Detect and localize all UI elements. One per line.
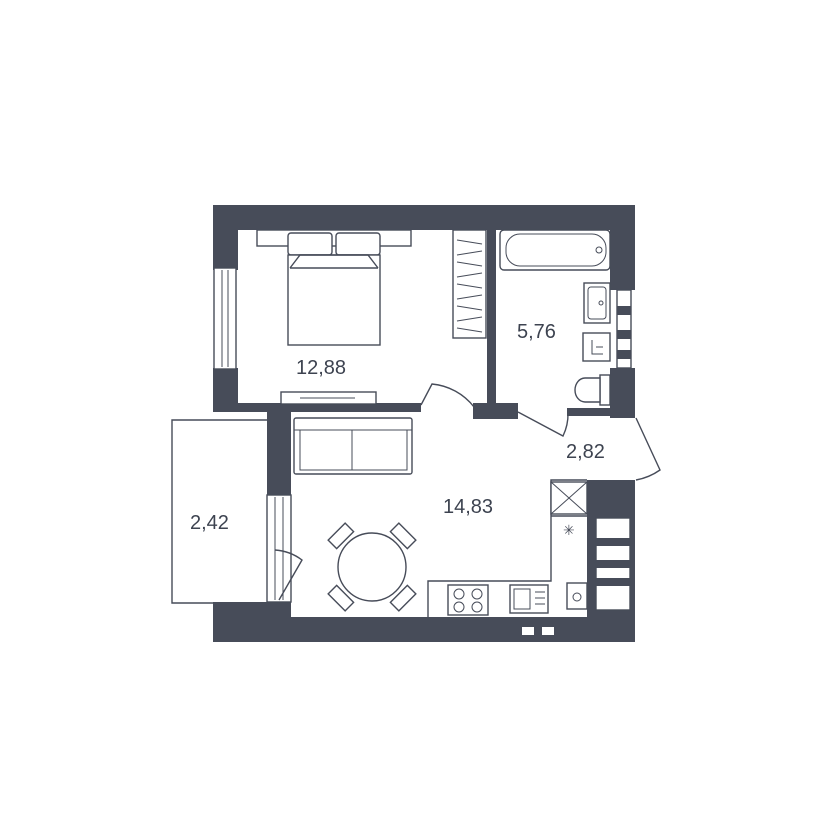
room-labels: 12,88 5,76 2,82 14,83 2,42 bbox=[190, 321, 605, 534]
balcony-area-label: 2,42 bbox=[190, 512, 229, 534]
bathroom-fixtures bbox=[499, 229, 611, 406]
svg-text:✳: ✳ bbox=[563, 523, 575, 539]
walls bbox=[213, 205, 635, 642]
bedroom-furniture bbox=[256, 229, 487, 405]
hallway-area-label: 2,82 bbox=[566, 441, 605, 463]
kitchen: ✳ bbox=[427, 479, 588, 617]
bathroom-area-label: 5,76 bbox=[517, 321, 556, 343]
windows bbox=[213, 267, 632, 635]
living-furniture bbox=[293, 417, 417, 612]
doors bbox=[420, 383, 661, 481]
living-kitchen-area-label: 14,83 bbox=[443, 496, 493, 518]
balcony bbox=[171, 419, 303, 604]
bedroom-area-label: 12,88 bbox=[296, 357, 346, 379]
